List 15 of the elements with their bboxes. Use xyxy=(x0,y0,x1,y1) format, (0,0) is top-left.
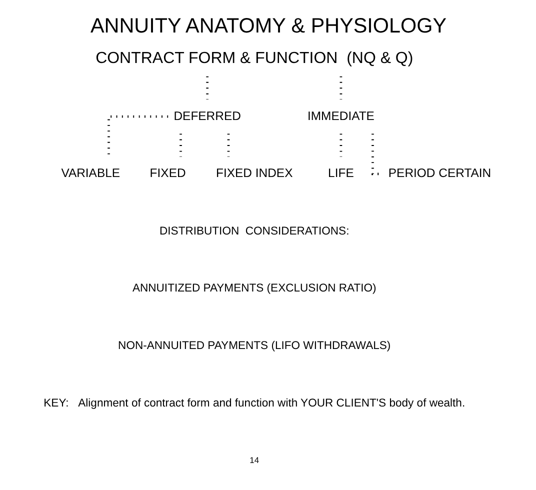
node-text: CONTRACT FORM & FUNCTION (NQ & Q) xyxy=(95,50,413,67)
node-text: IMMEDIATE xyxy=(306,108,374,123)
diagram-title: ANNUITY ANATOMY & PHYSIOLOGY xyxy=(90,14,446,38)
label: NON-ANNUITED PAYMENTS (LIFO WITHDRAWALS) xyxy=(118,340,390,352)
node-text: VARIABLE xyxy=(60,166,120,180)
node-text: LIFE xyxy=(328,166,354,180)
node-text: PERIOD CERTAIN xyxy=(388,166,491,180)
node-text: FIXED INDEX xyxy=(216,166,292,180)
label: ANNUITIZED PAYMENTS (EXCLUSION RATIO) xyxy=(132,282,376,295)
label: DISTRIBUTION CONSIDERATIONS: xyxy=(159,225,349,238)
node-text: FIXED xyxy=(149,166,186,180)
label: 14 xyxy=(249,455,259,466)
label: KEY: Alignment of contract form and function with YOUR CLIENT'S body of wealth. xyxy=(43,397,465,410)
node-text: DEFERRED xyxy=(173,108,240,123)
connector xyxy=(107,115,168,157)
